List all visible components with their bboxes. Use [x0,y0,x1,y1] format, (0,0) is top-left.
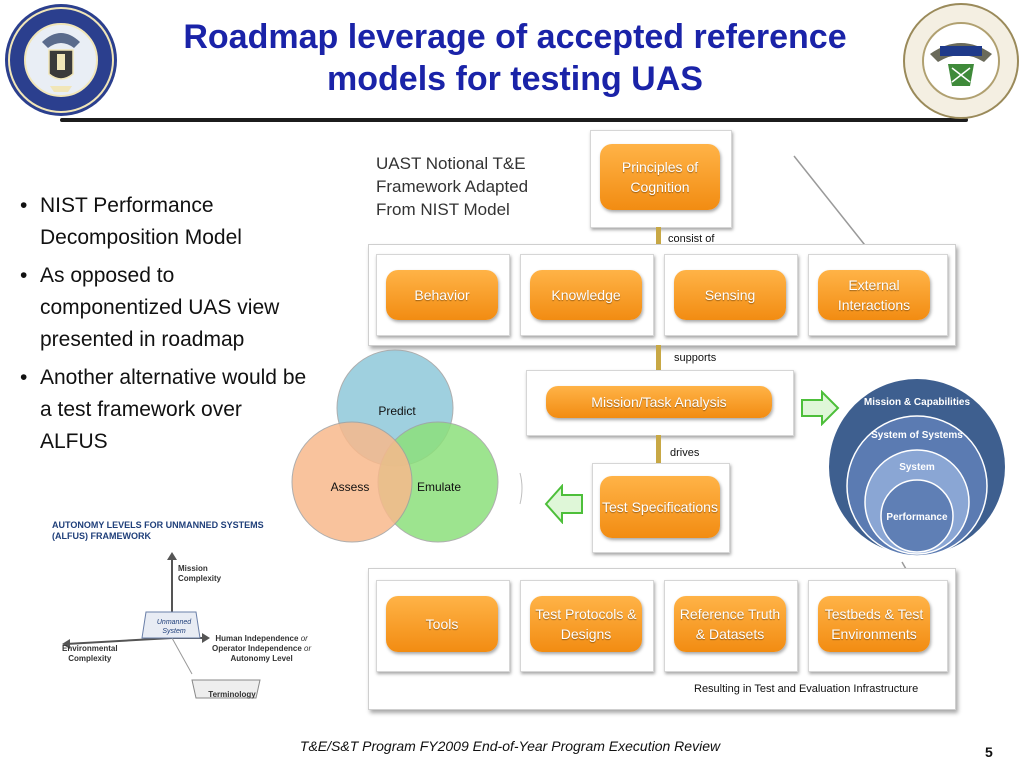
ring-mission-label: Mission & Capabilities [863,397,971,408]
alfus-or: or [304,644,312,653]
alfus-env-line: Environmental [62,644,118,653]
bullet-glyph: • [20,366,28,389]
system-rings-diagram [829,379,1005,557]
arrow-right-icon [801,390,840,426]
venn-emulate-label: Emulate [416,480,462,494]
alfus-terminology-label: Terminology [208,690,256,699]
ring-sos-label: System of Systems [871,430,963,441]
title-line-2: models for testing UAS [327,60,703,98]
consist-of-label: consist of [668,233,715,245]
bullet-text: As opposed to componentized UAS view pre… [40,264,280,351]
alfus-mission-line: Mission [178,564,208,573]
supports-label: supports [674,352,717,364]
trmc-seal-icon [5,4,117,116]
framework-header-line: UAST Notional T&E [376,154,526,173]
te-st-seal-icon [903,3,1019,119]
reference-truth-box: Reference Truth & Datasets [674,596,786,652]
test-specifications-box: Test Specifications [600,476,720,538]
tools-box: Tools [386,596,498,652]
ring-system-label: System [899,462,935,473]
framework-header: UAST Notional T&E Framework Adapted From… [376,152,528,221]
alfus-mission-line: Complexity [178,574,222,583]
bullet-item: • NIST Performance Decomposition Model [14,190,314,254]
behavior-box: Behavior [386,270,498,320]
alfus-mission-label: Mission Complexity [178,564,221,584]
framework-header-line: Framework Adapted [376,177,529,196]
connector-bar [656,435,661,463]
alfus-hi-line: Autonomy Level [230,654,293,663]
alfus-center-label: Unmanned System [146,618,202,636]
title-divider [60,118,968,122]
page-number: 5 [985,744,993,760]
alfus-title-line: (ALFUS) FRAMEWORK [52,531,151,541]
venn-assess-circle [291,421,413,543]
ring-performance-label: Performance [886,512,948,523]
alfus-title-line: AUTONOMY LEVELS FOR UNMANNED SYSTEMS [52,520,264,530]
page-title: Roadmap leverage of accepted reference m… [120,16,910,100]
alfus-title: AUTONOMY LEVELS FOR UNMANNED SYSTEMS (AL… [52,520,264,542]
footer-text: T&E/S&T Program FY2009 End-of-Year Progr… [299,738,721,754]
mission-task-analysis-box: Mission/Task Analysis [546,386,772,418]
knowledge-box: Knowledge [530,270,642,320]
venn-predict-label: Predict [378,404,416,418]
bullet-list: • NIST Performance Decomposition Model • A… [14,190,314,464]
venn-edge-mark [519,472,523,505]
connector-bar [656,227,661,247]
drives-label: drives [670,447,700,459]
venn-assess-label: Assess [330,480,370,494]
title-line-1: Roadmap leverage of accepted reference [183,18,847,56]
external-interactions-box: External Interactions [818,270,930,320]
principles-of-cognition-box: Principles of Cognition [600,144,720,210]
resulting-label: Resulting in Test and Evaluation Infrast… [694,683,919,695]
bullet-item: • As opposed to componentized UAS view pr… [14,260,314,356]
bullet-text: NIST Performance Decomposition Model [40,194,242,249]
alfus-env-line: Complexity [68,654,112,663]
test-protocols-box: Test Protocols & Designs [530,596,642,652]
sensing-box: Sensing [674,270,786,320]
framework-header-line: From NIST Model [376,200,510,219]
connector-bar [656,345,661,371]
venn-diagram [291,349,523,543]
bullet-glyph: • [20,194,28,217]
alfus-hi-line: Human Independence [215,634,299,643]
testbeds-box: Testbeds & Test Environments [818,596,930,652]
alfus-center-line: Unmanned [156,619,192,626]
alfus-independence-label: Human Independence or Operator Independe… [212,634,311,664]
bullet-text: Another alternative would be a test fram… [40,366,307,453]
bullet-glyph: • [20,264,28,287]
alfus-hi-line: Operator Independence [212,644,302,653]
alfus-center-line: System [162,628,186,635]
bullet-item: • Another alternative would be a test fra… [14,362,314,458]
alfus-axes [62,552,261,699]
alfus-or: or [300,634,308,643]
alfus-env-label: Environmental Complexity [62,644,118,664]
arrow-left-icon [544,484,583,524]
